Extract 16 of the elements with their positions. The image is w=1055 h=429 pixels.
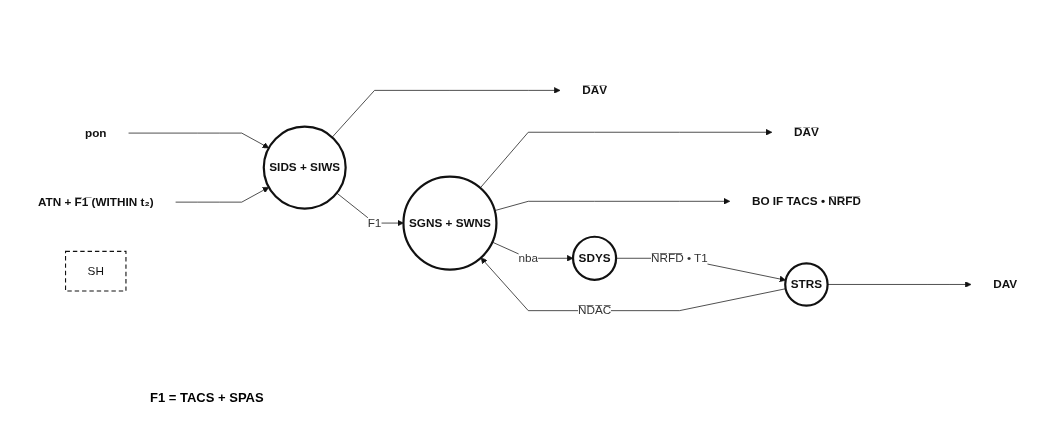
node-box: SH [65, 250, 127, 292]
node-circle: STRS [784, 262, 829, 307]
edge-label: nba [518, 251, 539, 265]
node-circle: SGNS + SWNS [402, 175, 498, 271]
edge-label: N̅R̅F̅D̅ • T1 [651, 251, 708, 265]
edge-label: F1 [367, 216, 382, 229]
note-text: F1 = TACS + SPAS [150, 390, 264, 405]
node-text: pon [84, 126, 107, 139]
node-text: DAV [993, 277, 1018, 291]
node-text: D̅A̅V̅ [794, 125, 819, 139]
node-text: BO IF TACS • N̅R̅F̅D̅ [751, 194, 861, 208]
node-text: ATN + F̅1̅ (WITHIN t₂) [37, 195, 154, 209]
node-circle: SIDS + SIWS [262, 125, 347, 210]
edge-label: N̅D̅A̅C̅ [577, 304, 612, 317]
node-text: D̅A̅V̅ [582, 83, 607, 97]
node-circle: SDYS [571, 235, 618, 281]
